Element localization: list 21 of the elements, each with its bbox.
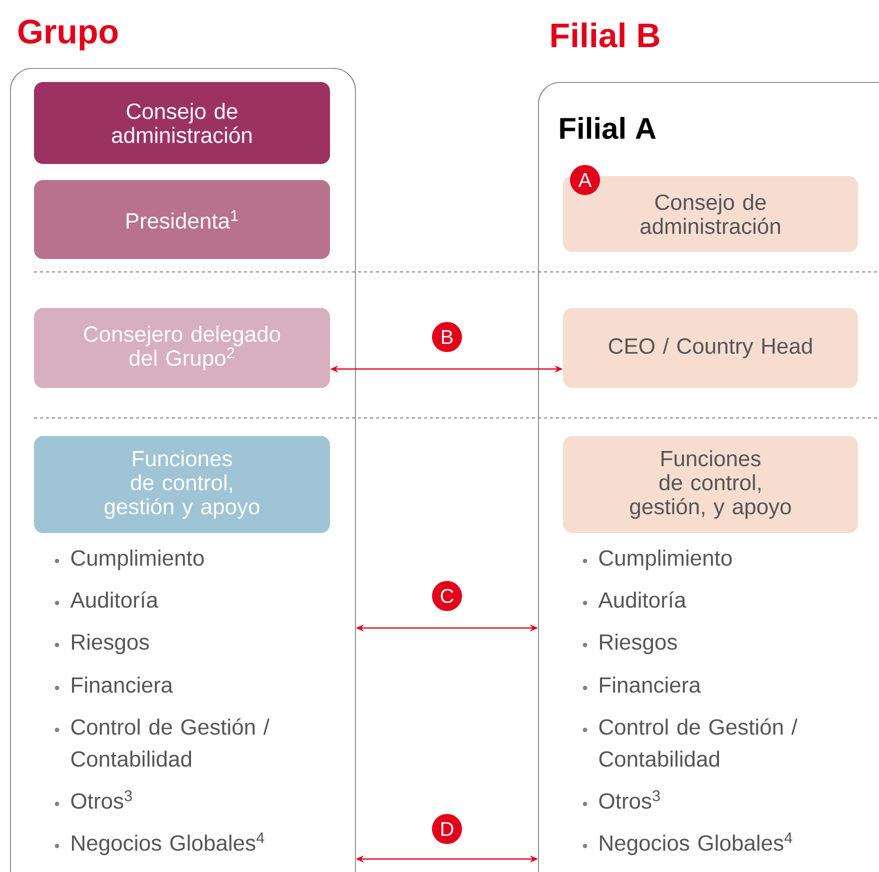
list-item: Control de Gestión / Contabilidad xyxy=(71,718,270,767)
list-item: Riesgos xyxy=(72,634,149,654)
list-item: Auditoría xyxy=(598,591,686,608)
role-box: Consejo de administración xyxy=(34,82,330,164)
role-box: Presidenta$^{1}$ xyxy=(34,180,330,259)
list-item: Otros$^{3}$ xyxy=(71,790,132,809)
role-box: Consejero delegado del Grupo$^{2}$ xyxy=(34,308,330,388)
list-item: Control de Gestión / Contabilidad xyxy=(599,718,798,767)
list-item: Auditoría xyxy=(70,591,158,608)
panel-heading: Grupo xyxy=(18,20,118,50)
role-box: Funciones de control, gestión y apoyo xyxy=(34,436,330,533)
list-item: Financiera xyxy=(72,676,173,693)
list-item: Negocios Globales$^{4}$ xyxy=(600,832,792,856)
list-item: Riesgos xyxy=(600,634,677,654)
role-box: Funciones de control, gestión, y apoyo xyxy=(563,436,858,533)
panel-heading: Filial B xyxy=(552,22,660,48)
role-box: CEO / Country Head xyxy=(563,308,858,388)
list-item: Otros$^{3}$ xyxy=(599,790,660,809)
panel-title: Filial A xyxy=(560,116,656,139)
list-item: Financiera xyxy=(600,676,701,693)
list-item: Negocios Globales$^{4}$ xyxy=(72,832,264,856)
